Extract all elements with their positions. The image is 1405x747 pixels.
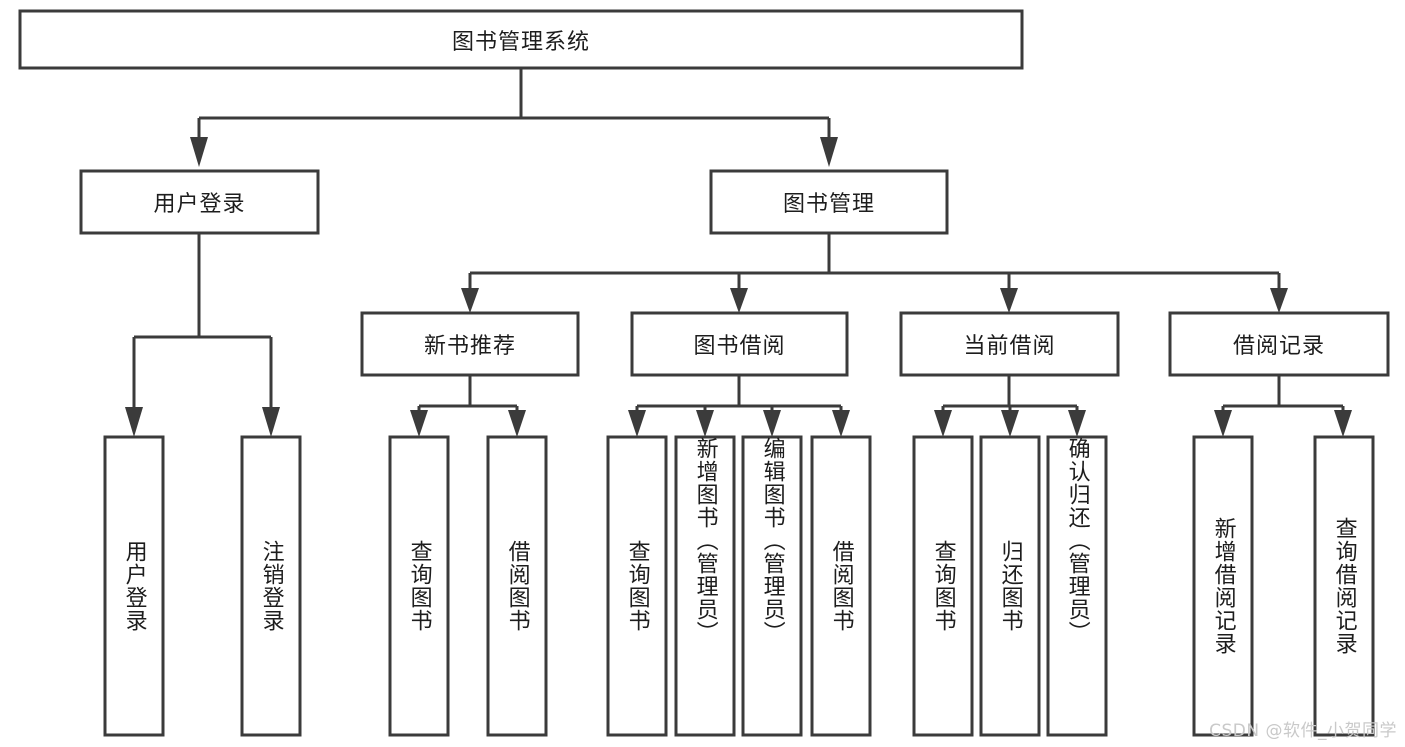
leaf-currentborrow-return-book[interactable] [979, 435, 1041, 737]
arrow-head-level2-1 [461, 288, 479, 313]
arrow-head-bookborrow-4 [832, 410, 850, 437]
leaf-currentborrow-query-book[interactable] [912, 435, 974, 737]
arrow-head-userlogin-2 [262, 407, 280, 437]
arrow-head-level1-1 [190, 137, 208, 167]
arrow-head-level2-4 [1270, 288, 1288, 313]
node-book-borrow[interactable] [630, 311, 849, 377]
node-borrow-record[interactable] [1168, 311, 1390, 377]
arrow-head-userlogin-1 [125, 407, 143, 437]
node-current-borrow[interactable] [899, 311, 1120, 377]
arrow-head-borrowrecord-2 [1334, 410, 1352, 437]
arrow-head-newbook-1 [410, 410, 428, 437]
leaf-borrowrecord-add-record[interactable] [1192, 435, 1254, 737]
arrow-head-bookborrow-2 [696, 410, 714, 437]
leaf-newbook-borrow-book[interactable] [486, 435, 548, 737]
arrow-head-level1-2 [820, 137, 838, 167]
node-user-login[interactable] [79, 169, 320, 235]
arrow-head-bookborrow-3 [763, 410, 781, 437]
arrow-head-bookborrow-1 [628, 410, 646, 437]
leaf-user-login-logout[interactable] [240, 435, 302, 737]
leaf-currentborrow-confirm-return-admin[interactable] [1046, 435, 1108, 737]
leaf-bookborrow-query-book[interactable] [606, 435, 668, 737]
csdn-watermark: CSDN @软件_小贺同学 [1209, 721, 1397, 741]
arrow-head-currentborrow-2 [1001, 410, 1019, 437]
leaf-bookborrow-add-book-admin[interactable] [674, 435, 736, 737]
node-root-system[interactable] [18, 9, 1024, 70]
node-new-book-recommend[interactable] [360, 311, 580, 377]
arrow-head-currentborrow-3 [1068, 410, 1086, 437]
arrow-head-currentborrow-1 [934, 410, 952, 437]
arrow-head-newbook-2 [508, 410, 526, 437]
arrow-head-level2-3 [1000, 288, 1018, 313]
leaf-newbook-query-book[interactable] [388, 435, 450, 737]
leaf-user-login-login[interactable] [103, 435, 165, 737]
arrow-head-level2-2 [730, 288, 748, 313]
arrow-head-borrowrecord-1 [1214, 410, 1232, 437]
leaf-borrowrecord-query-record[interactable] [1313, 435, 1375, 737]
node-book-management[interactable] [709, 169, 949, 235]
leaf-bookborrow-borrow-book[interactable] [810, 435, 872, 737]
leaf-bookborrow-edit-book-admin[interactable] [741, 435, 803, 737]
